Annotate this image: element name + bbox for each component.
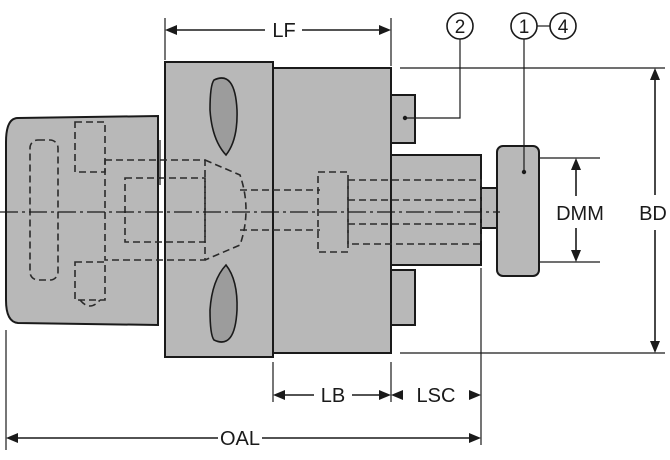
callout-4-circle (549, 12, 577, 40)
screw-neck (480, 187, 498, 229)
drive-key-bottom (390, 269, 416, 326)
lf-label: LF (272, 20, 295, 42)
lsc-label: LSC (417, 385, 456, 407)
callout-1-label: 1 (519, 17, 530, 38)
shank (5, 114, 159, 327)
oal-label: OAL (220, 428, 260, 450)
callout-4-label: 4 (558, 17, 569, 38)
pilot (390, 154, 482, 266)
lb-label: LB (321, 385, 345, 407)
flange-slot-top (209, 77, 238, 157)
main-body (272, 67, 392, 354)
dmm-label: DMM (556, 203, 604, 225)
drive-key-top (390, 94, 416, 144)
bd-label: BD (639, 203, 667, 225)
lock-screw-head (496, 145, 540, 277)
flange-slot-bottom (209, 263, 238, 343)
callout-2-label: 2 (455, 17, 466, 38)
